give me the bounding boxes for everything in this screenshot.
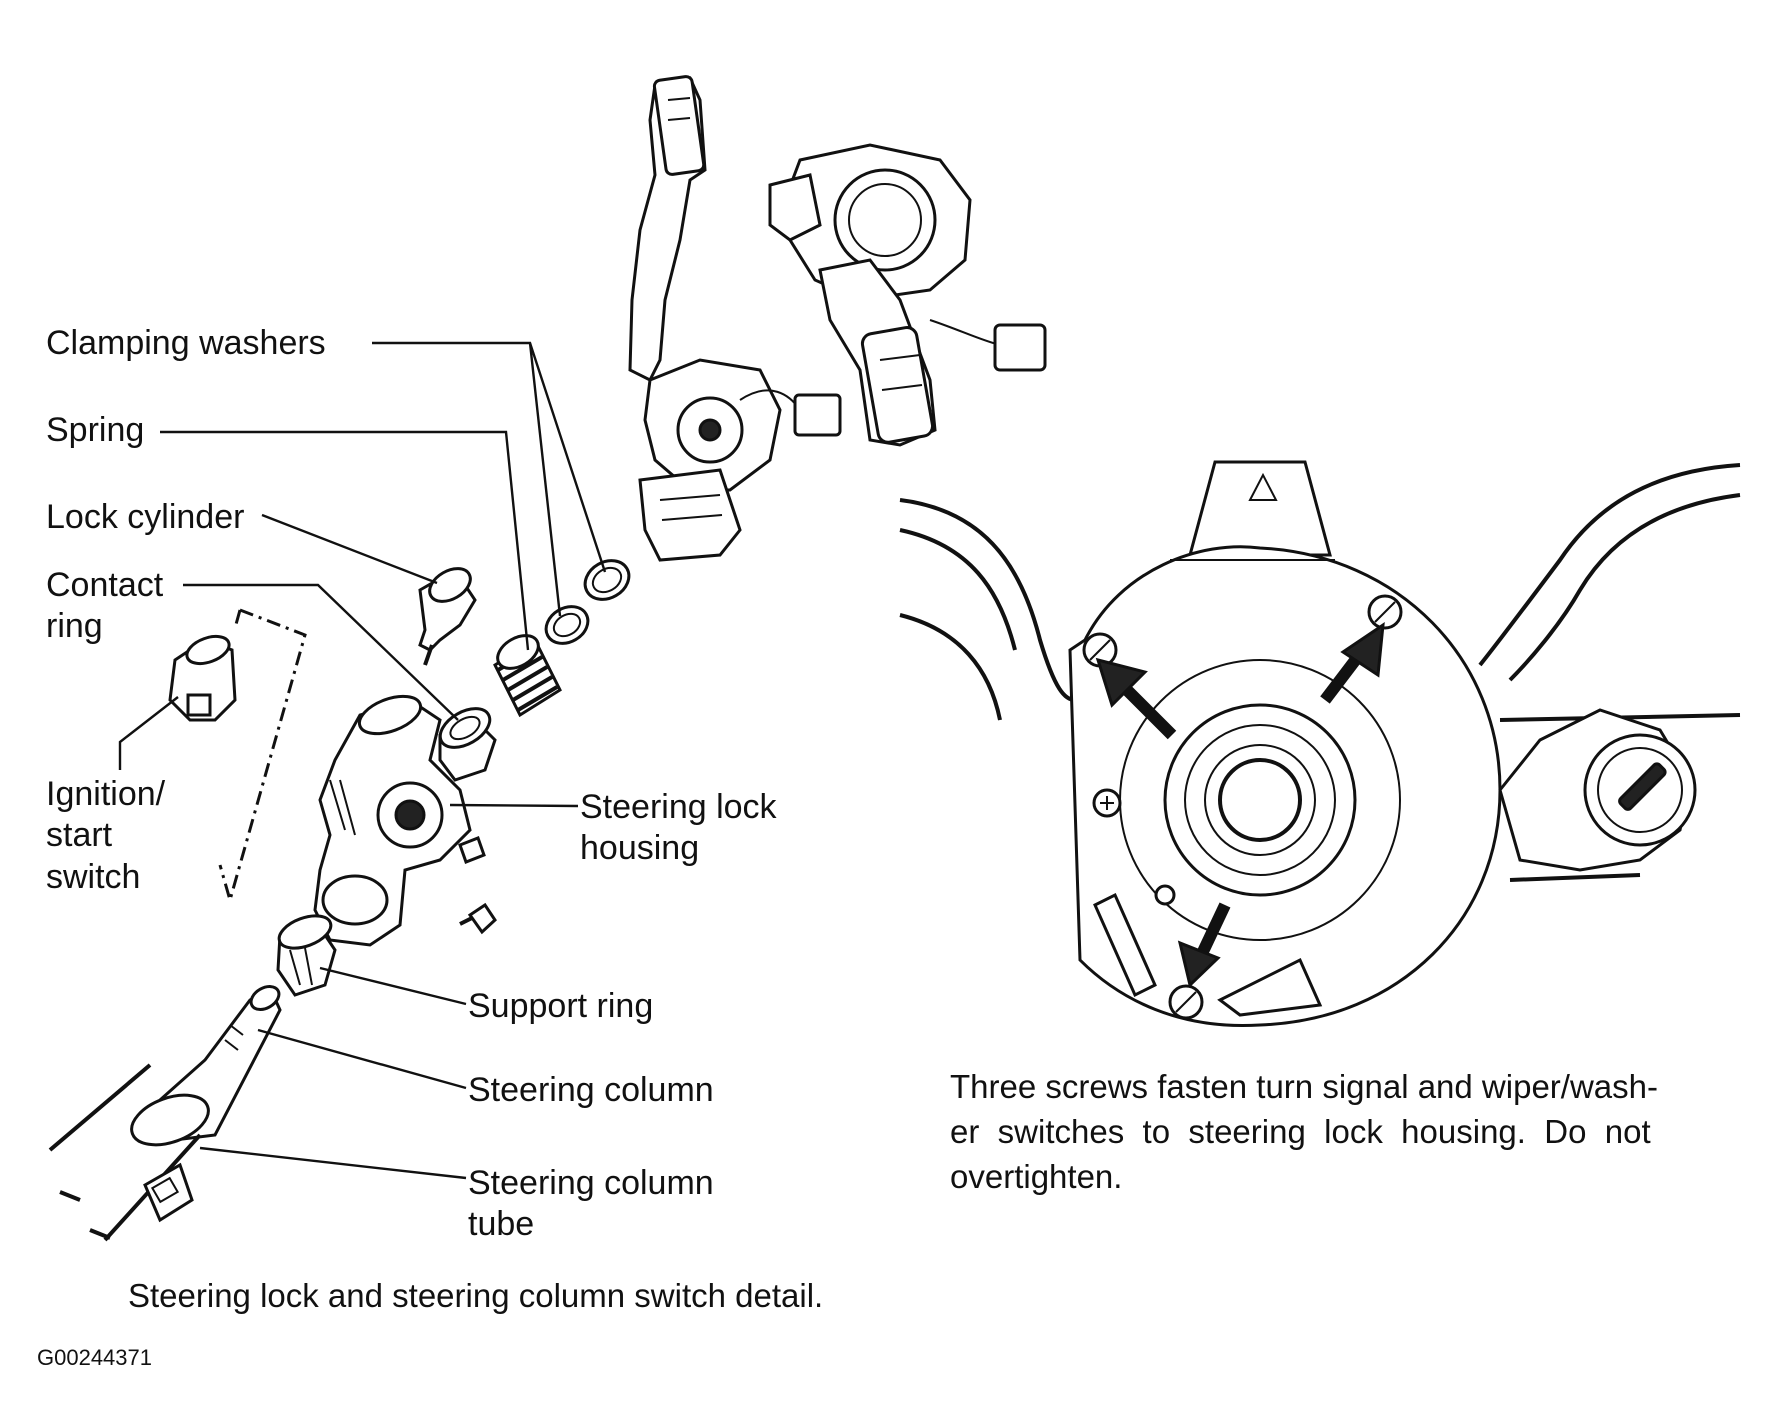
label-ignition-line2: start: [46, 816, 113, 854]
steering-column-part: [48, 985, 282, 1242]
screw-part: [459, 902, 497, 935]
figure-code: G00244371: [37, 1345, 152, 1370]
label-contact-ring-line2: ring: [46, 607, 103, 645]
caption-right-line2: er switches to steering lock housing. Do…: [950, 1113, 1651, 1150]
leader-lines: [118, 341, 607, 1180]
caption-left: Steering lock and steering column switch…: [128, 1277, 823, 1314]
label-support-ring: Support ring: [468, 987, 653, 1025]
housing-detail-view: [899, 460, 1741, 1028]
support-ring-part: [276, 914, 337, 997]
screw-arrows: [1095, 621, 1385, 988]
contact-ring-part: [438, 707, 497, 782]
label-clamping-washers: Clamping washers: [46, 324, 326, 362]
label-ignition-line1: Ignition/: [46, 775, 166, 813]
label-ignition-line3: switch: [46, 858, 140, 896]
steering-lock-housing-part: [313, 694, 486, 947]
combination-switch-assembly: [628, 75, 1047, 562]
caption-right-line1: Three screws fasten turn signal and wipe…: [950, 1068, 1658, 1105]
label-spring: Spring: [46, 411, 144, 449]
label-contact-ring-line1: Contact: [46, 566, 164, 604]
ignition-switch-part: [168, 634, 237, 722]
label-steering-column-tube-line1: Steering column: [468, 1164, 714, 1202]
ignition-switch-bracket: [218, 608, 307, 906]
label-steering-lock-housing-line1: Steering lock: [580, 788, 778, 826]
caption-right-line3: overtighten.: [950, 1158, 1122, 1195]
label-steering-lock-housing-line2: housing: [580, 829, 699, 867]
spring-part: [493, 634, 562, 718]
label-steering-column: Steering column: [468, 1071, 714, 1109]
lock-cylinder-part: [418, 567, 477, 666]
label-steering-column-tube-line2: tube: [468, 1205, 534, 1243]
label-lock-cylinder: Lock cylinder: [46, 498, 244, 536]
